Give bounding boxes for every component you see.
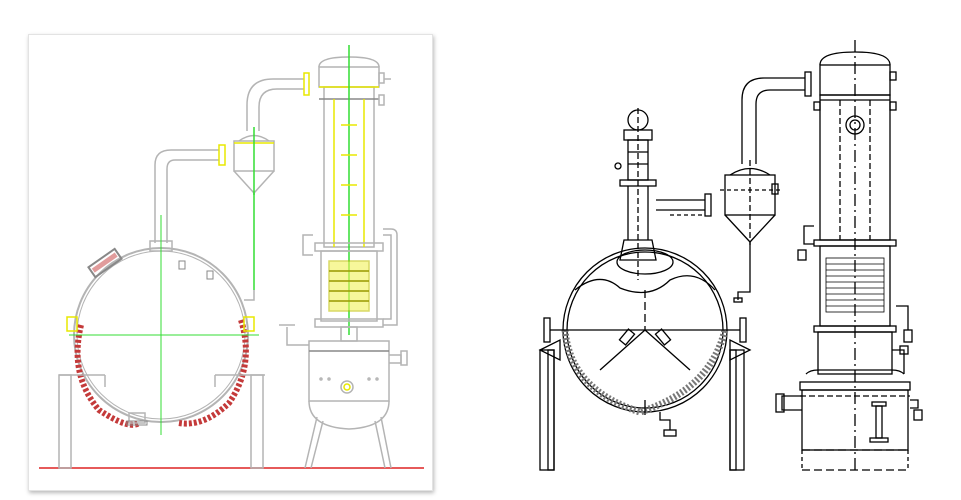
bw-separator	[720, 160, 780, 303]
cyclone-separator	[233, 127, 275, 301]
colored-cad-drawing	[28, 34, 433, 491]
bw-receiver-tank	[775, 331, 923, 471]
vapor-pipe	[154, 144, 226, 243]
bw-separator-column-pipe	[741, 71, 812, 164]
separator-column-pipe	[246, 72, 310, 131]
bw-cad-drawing-icon	[538, 40, 923, 471]
coil-section	[302, 228, 398, 328]
colored-cad-drawing-icon	[39, 45, 424, 469]
receiver-tank	[279, 324, 408, 430]
bw-agitator-motor	[614, 108, 657, 280]
bw-condenser-column	[797, 40, 913, 470]
bw-spherical-vessel	[543, 247, 747, 437]
bw-vessel-legs	[538, 338, 752, 471]
bw-cad-drawing	[520, 30, 940, 490]
vessel-legs	[58, 374, 265, 469]
bw-vapor-pipe	[656, 193, 712, 217]
receiver-legs	[304, 416, 392, 469]
